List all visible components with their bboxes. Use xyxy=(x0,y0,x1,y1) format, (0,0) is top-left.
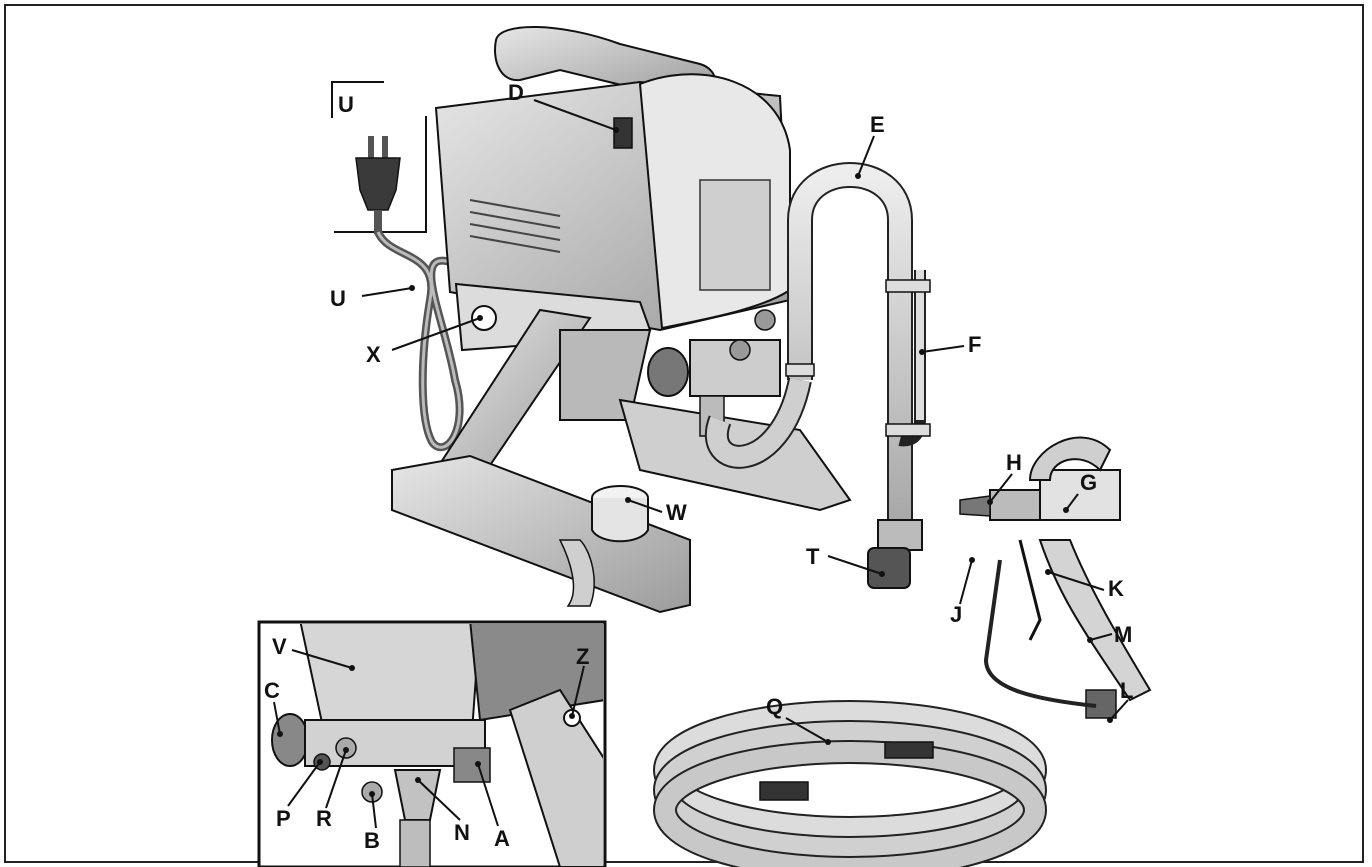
tip-guard xyxy=(989,489,1041,521)
power-cord xyxy=(374,230,464,452)
detail-inset xyxy=(257,620,607,867)
spray-gun xyxy=(959,436,1152,719)
leader-lines xyxy=(273,99,1129,829)
hose-fitting-2 xyxy=(759,781,809,801)
callout-W: W xyxy=(666,500,687,525)
callout-labels: U D E U X F H G W T K J M V Z C Q L P R … xyxy=(264,80,1133,853)
crossbar-hole xyxy=(471,305,497,331)
callout-P: P xyxy=(276,806,291,831)
callout-G: G xyxy=(1080,470,1097,495)
gun-guard xyxy=(1028,436,1112,481)
callout-T: T xyxy=(806,544,820,569)
callout-A: A xyxy=(494,826,510,851)
trigger xyxy=(1018,539,1042,641)
callout-X: X xyxy=(366,342,381,367)
inset-leg xyxy=(508,688,603,867)
inlet-strainer-collar xyxy=(877,519,923,551)
hose-fitting-1 xyxy=(884,741,934,759)
base-foot xyxy=(391,454,691,614)
callout-V: V xyxy=(272,634,287,659)
callout-D: D xyxy=(508,80,524,105)
pressure-knob xyxy=(647,347,689,397)
callout-N: N xyxy=(454,820,470,845)
motor-housing xyxy=(434,26,792,332)
callout-R: R xyxy=(316,806,332,831)
inlet-strainer xyxy=(867,547,911,589)
pump-assembly xyxy=(647,309,781,437)
hose-swivel xyxy=(1085,689,1117,719)
plug-pin-right xyxy=(382,136,388,158)
callout-H: H xyxy=(1006,450,1022,475)
bucket-clip xyxy=(558,539,595,607)
callout-C: C xyxy=(264,678,280,703)
callout-L: L xyxy=(1120,678,1133,703)
callout-E: E xyxy=(870,112,885,137)
callout-J: J xyxy=(950,602,962,627)
callout-B: B xyxy=(364,828,380,853)
callout-M: M xyxy=(1114,622,1132,647)
gun-handle xyxy=(1038,539,1152,702)
plug-cord-stub xyxy=(374,210,382,234)
callout-F: F xyxy=(968,332,981,357)
bucket-ring-body xyxy=(591,498,649,543)
motor-vents xyxy=(469,199,561,253)
spray-tip xyxy=(959,495,991,517)
suction-tube xyxy=(704,162,931,589)
callout-Z: Z xyxy=(576,644,589,669)
paint-hose xyxy=(653,700,1047,867)
power-plug-inset xyxy=(331,81,427,234)
diagram-frame xyxy=(4,4,1364,863)
callout-U-cord: U xyxy=(330,286,346,311)
callout-K: K xyxy=(1108,576,1124,601)
callout-U-plug: U xyxy=(338,92,354,117)
callout-Q: Q xyxy=(766,694,783,719)
inset-prime-valve xyxy=(453,747,491,783)
plug-pin-left xyxy=(368,136,374,158)
plug-body xyxy=(355,157,401,211)
stand-frame xyxy=(391,282,852,614)
on-off-switch xyxy=(613,117,633,149)
inset-motor xyxy=(469,624,603,722)
electronics-panel xyxy=(699,179,771,291)
